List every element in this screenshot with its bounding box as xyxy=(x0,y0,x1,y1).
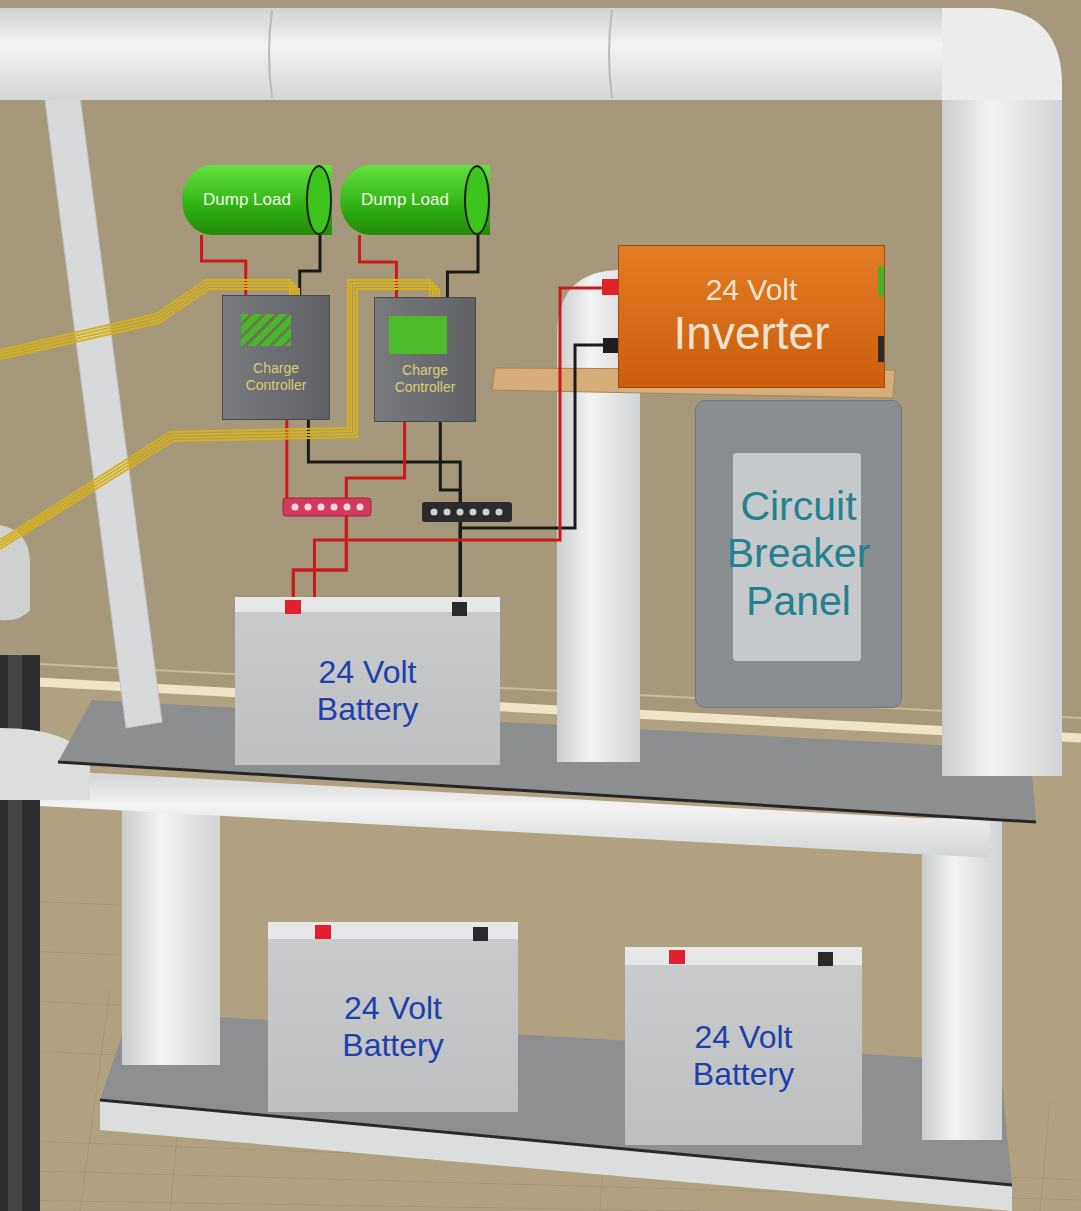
positive-terminal xyxy=(315,925,331,939)
inverter-box: 24 VoltInverter xyxy=(618,245,885,388)
battery: 24 Volt Battery xyxy=(268,922,518,1112)
upper-shelf xyxy=(58,700,1036,822)
screw xyxy=(470,509,477,516)
negative-wire xyxy=(447,235,478,297)
wire-pair xyxy=(315,288,619,597)
positive-wire xyxy=(293,422,404,597)
dump-load: Dump Load xyxy=(182,165,332,235)
screw xyxy=(457,509,464,516)
slanted-post xyxy=(45,97,162,728)
charge-controller: Charge Controller xyxy=(222,295,330,420)
lower-right-post xyxy=(922,818,1002,1140)
screw xyxy=(357,504,364,511)
black-bus-bar xyxy=(422,502,512,522)
positive-terminal xyxy=(669,950,685,964)
node-label: Dump Load xyxy=(361,190,449,210)
cable-wire xyxy=(0,280,290,350)
inverter-terminal xyxy=(603,338,618,353)
cylinder-end xyxy=(306,165,332,235)
screw xyxy=(483,509,490,516)
floor xyxy=(0,684,1081,1211)
inverter-terminal xyxy=(602,279,618,295)
bus-screws xyxy=(292,504,364,511)
lower-shelf-edge xyxy=(100,1100,1012,1185)
node-label: Inverter xyxy=(674,307,830,360)
node-label: Charge Controller xyxy=(230,360,322,392)
red-bus-bar xyxy=(283,498,371,516)
cable-wire xyxy=(0,280,430,540)
screw xyxy=(431,509,438,516)
node-label: 24 Volt xyxy=(706,273,798,308)
negative-terminal xyxy=(818,952,833,966)
positive-wire xyxy=(360,235,397,297)
top-pipe xyxy=(0,8,995,100)
lower-left-post xyxy=(122,790,220,1065)
negative-wire xyxy=(300,235,320,295)
inverter-port xyxy=(878,266,884,296)
screw xyxy=(496,509,503,516)
wire-pair xyxy=(360,235,479,297)
pipe-elbow xyxy=(942,8,1062,100)
inverter-port xyxy=(878,336,884,362)
battery: 24 Volt Battery xyxy=(235,597,500,765)
node-label: 24 Volt Battery xyxy=(659,1019,829,1093)
node-label: Charge Controller xyxy=(380,362,470,394)
screw xyxy=(344,504,351,511)
positive-wire xyxy=(315,288,619,597)
negative-wire xyxy=(460,345,618,597)
charge-controller: Charge Controller xyxy=(374,297,476,422)
pipe-seam xyxy=(269,10,612,98)
negative-terminal xyxy=(452,602,467,616)
dump-load: Dump Load xyxy=(340,165,490,235)
screw xyxy=(444,509,451,516)
screw xyxy=(305,504,312,511)
upper-shelf-edge xyxy=(58,762,1036,822)
bus-screws xyxy=(431,509,503,516)
screw xyxy=(292,504,299,511)
lower-shelf xyxy=(100,1012,1012,1185)
breaker-panel: Circuit Breaker Panel xyxy=(695,400,902,708)
battery: 24 Volt Battery xyxy=(625,947,862,1145)
display-screen xyxy=(389,316,447,354)
screw xyxy=(331,504,338,511)
cylinder-end xyxy=(464,165,490,235)
positive-terminal xyxy=(285,600,301,614)
negative-terminal xyxy=(473,927,488,941)
screw xyxy=(318,504,325,511)
node-label: 24 Volt Battery xyxy=(283,654,453,728)
node-label: Circuit Breaker Panel xyxy=(706,483,891,624)
right-pipe xyxy=(942,90,1062,776)
cable-wire xyxy=(0,283,293,353)
node-label: 24 Volt Battery xyxy=(308,990,478,1064)
node-label: Dump Load xyxy=(203,190,291,210)
cable-wire xyxy=(0,283,433,543)
display-screen xyxy=(241,314,291,346)
